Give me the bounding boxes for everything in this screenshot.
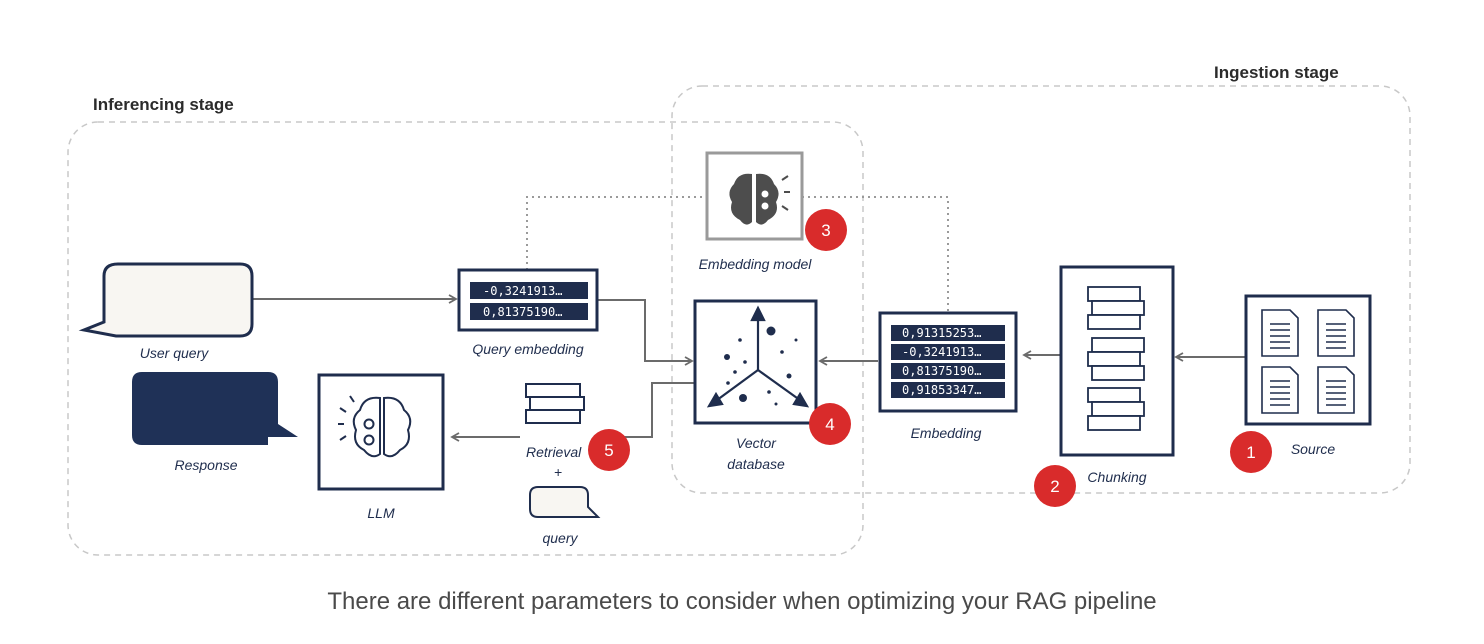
user-query-bubble (78, 262, 254, 338)
speech-bubble-icon (132, 372, 298, 445)
dotted-connector-query (526, 196, 705, 270)
step-badge-1: 1 (1230, 431, 1272, 473)
document-icon (1317, 309, 1355, 357)
document-icon (1261, 309, 1299, 357)
brain-gear-icon (729, 173, 790, 225)
retrieval-docs-icon (525, 383, 585, 424)
arrow-queryembedding-to-vectordb (598, 299, 694, 366)
chunking-label: Chunking (1087, 469, 1146, 485)
speech-bubble-icon (529, 486, 601, 518)
figure-caption: There are different parameters to consid… (327, 588, 1157, 615)
step-badge-5: 5 (588, 429, 630, 471)
vector-database-box (693, 299, 818, 425)
svg-text:4: 4 (825, 415, 834, 434)
query-label: query (542, 530, 578, 546)
inferencing-stage-title: Inferencing stage (93, 95, 234, 114)
step-badge-3: 3 (805, 209, 847, 251)
query-embedding-label: Query embedding (472, 341, 584, 357)
query-embedding-value: -0,3241913… (483, 284, 562, 298)
dotted-connector-embedding (802, 196, 949, 312)
embedding-model-label: Embedding model (699, 256, 813, 272)
llm-label: LLM (367, 505, 395, 521)
brain-gear-icon (338, 395, 412, 458)
chunking-box (1059, 265, 1175, 457)
svg-text:1: 1 (1246, 443, 1255, 462)
arrow-vectordb-to-retrieval (620, 382, 694, 438)
source-box (1244, 294, 1372, 426)
response-bubble (132, 372, 298, 445)
vector-database-label-line1: Vector (736, 435, 777, 451)
retrieval-plus: + (554, 464, 562, 480)
embedding-model-box (705, 151, 804, 241)
document-icon (1317, 366, 1355, 414)
response-label: Response (174, 457, 237, 473)
embedding-value: 0,91315253… (902, 326, 981, 340)
scatter-points (724, 326, 798, 406)
ingestion-stage-frame (671, 85, 1411, 494)
svg-text:5: 5 (604, 441, 613, 460)
speech-bubble-icon (78, 262, 254, 338)
vector-database-label-line2: database (727, 456, 785, 472)
svg-text:3: 3 (821, 221, 830, 240)
embedding-label: Embedding (911, 425, 982, 441)
embedding-box: 0,91315253… -0,3241913… 0,81375190… 0,91… (878, 311, 1018, 413)
llm-box (317, 373, 445, 491)
rag-pipeline-diagram: Inferencing stage Ingestion stage User q… (67, 63, 1411, 556)
svg-text:2: 2 (1050, 477, 1059, 496)
chunk-stack-icon (1087, 286, 1145, 431)
embedding-value: -0,3241913… (902, 345, 981, 359)
query-embedding-box: -0,3241913… 0,81375190… (457, 268, 599, 332)
document-icon (1261, 366, 1299, 414)
step-badge-2: 2 (1034, 465, 1076, 507)
embedding-value: 0,91853347… (902, 383, 981, 397)
user-query-label: User query (140, 345, 209, 361)
source-label: Source (1291, 441, 1336, 457)
scatter-axes-icon (706, 305, 810, 408)
step-badge-4: 4 (809, 403, 851, 445)
query-embedding-value: 0,81375190… (483, 305, 562, 319)
inferencing-stage-frame (67, 121, 864, 556)
retrieval-label: Retrieval (526, 444, 582, 460)
ingestion-stage-title: Ingestion stage (1214, 63, 1339, 82)
embedding-value: 0,81375190… (902, 364, 981, 378)
